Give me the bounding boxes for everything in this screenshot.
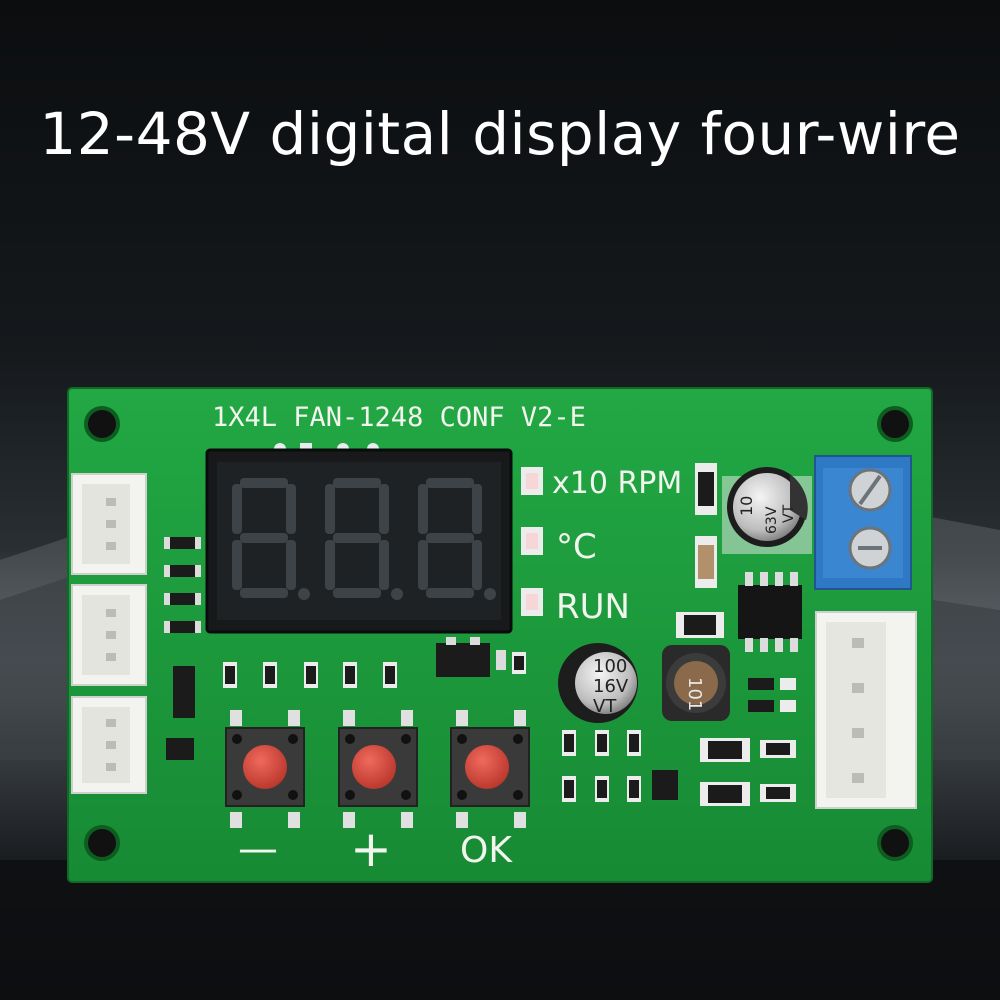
segment — [240, 533, 288, 543]
fan-connector-1 — [71, 473, 147, 575]
display-digit-2 — [325, 478, 403, 600]
capacitor-2-voltage: 16V — [593, 676, 629, 697]
smd-components-middle — [166, 612, 796, 806]
segment — [472, 540, 482, 590]
electrolytic-capacitor-100uf — [558, 643, 638, 723]
capacitor-2-series: VT — [593, 696, 617, 717]
fan-connector-3 — [71, 696, 147, 794]
headline-title: 12-48V digital display four-wire — [39, 100, 961, 168]
electrolytic-capacitor-10uf — [722, 467, 812, 554]
plus-button[interactable] — [338, 710, 418, 828]
segment — [240, 588, 288, 598]
power-terminal-block — [814, 455, 912, 590]
ic-chip — [738, 572, 802, 652]
segment — [333, 533, 381, 543]
ok-button[interactable] — [450, 710, 530, 828]
segment — [333, 588, 381, 598]
segment — [426, 533, 474, 543]
segment — [418, 484, 428, 534]
segment — [232, 484, 242, 534]
mounting-holes — [84, 406, 913, 861]
display-digits — [232, 478, 496, 600]
indicator-label-rpm: x10 RPM — [552, 466, 682, 501]
capacitor-1-value: 10 — [737, 496, 756, 516]
fan-connector-2 — [71, 584, 147, 686]
segment — [426, 478, 474, 488]
segment — [472, 484, 482, 534]
power-inductor — [662, 645, 730, 721]
indicator-label-celsius: °C — [556, 527, 597, 567]
ok-button-label: OK — [460, 830, 513, 871]
indicator-leds — [521, 467, 543, 616]
inductor-marking: 101 — [684, 677, 705, 711]
segment — [379, 540, 389, 590]
segment — [418, 540, 428, 590]
plus-button-label: + — [350, 820, 392, 878]
smd-diode-top — [695, 463, 717, 515]
segment — [286, 540, 296, 590]
decimal-point — [391, 588, 403, 600]
smd-capacitor-tan — [695, 536, 717, 588]
smd-resistors-left — [164, 537, 201, 633]
segment — [325, 540, 335, 590]
capacitor-2-value: 100 — [593, 656, 627, 677]
segment — [333, 478, 381, 488]
minus-button-label: — — [238, 826, 278, 872]
segment — [379, 484, 389, 534]
minus-button[interactable] — [225, 710, 305, 828]
segment — [232, 540, 242, 590]
board-label: 1X4L FAN-1248 CONF V2-E — [212, 402, 586, 433]
segment — [325, 484, 335, 534]
display-digit-1 — [232, 478, 310, 600]
decimal-point — [298, 588, 310, 600]
segment — [426, 588, 474, 598]
capacitor-1-voltage: 63V — [764, 506, 780, 534]
output-fan-connector — [815, 611, 917, 809]
decimal-point — [484, 588, 496, 600]
capacitor-1-series: VT — [781, 504, 797, 523]
indicator-label-run: RUN — [556, 587, 630, 627]
segment — [240, 478, 288, 488]
display-digit-3 — [418, 478, 496, 600]
segment — [286, 484, 296, 534]
